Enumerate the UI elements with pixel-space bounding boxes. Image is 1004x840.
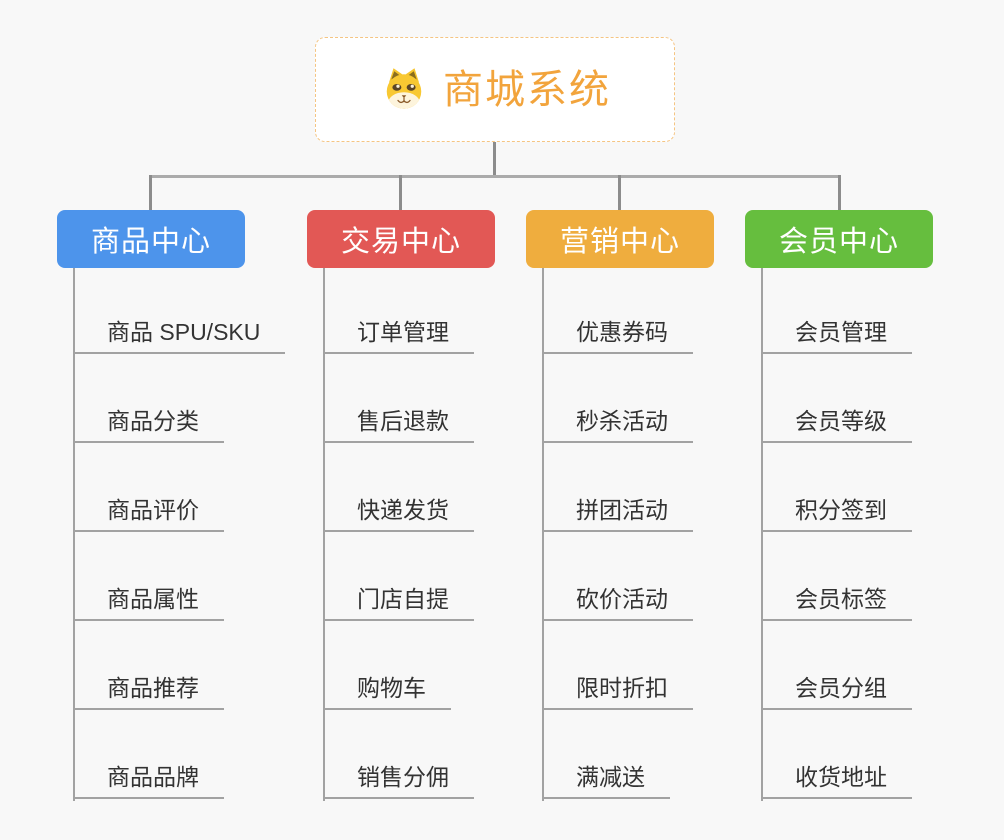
child-node[interactable]: 会员标签 xyxy=(761,581,912,621)
root-node[interactable]: 商城系统 xyxy=(315,37,675,142)
child-node[interactable]: 订单管理 xyxy=(323,314,474,354)
branch-trunk-line xyxy=(761,268,763,801)
child-node[interactable]: 售后退款 xyxy=(323,403,474,443)
branch-label: 营销中心 xyxy=(559,226,680,258)
connector-stub-marketing xyxy=(618,175,621,210)
connector-stub-product xyxy=(149,175,152,210)
root-node-title: 商城系统 xyxy=(443,67,611,112)
child-node[interactable]: 收货地址 xyxy=(761,759,912,799)
child-node[interactable]: 秒杀活动 xyxy=(542,403,693,443)
child-node[interactable]: 会员等级 xyxy=(761,403,912,443)
child-node[interactable]: 商品分类 xyxy=(73,403,224,443)
branch-header-marketing[interactable]: 营销中心 xyxy=(526,210,714,268)
branch-product: 商品中心 商品 SPU/SKU 商品分类 商品评价 商品属性 商品推荐 商品品牌 xyxy=(57,210,307,810)
child-node[interactable]: 优惠券码 xyxy=(542,314,693,354)
dog-face-icon xyxy=(379,66,429,114)
connector-stub-member xyxy=(838,175,841,210)
child-node[interactable]: 商品属性 xyxy=(73,581,224,621)
branch-header-member[interactable]: 会员中心 xyxy=(745,210,933,268)
branch-member: 会员中心 会员管理 会员等级 积分签到 会员标签 会员分组 收货地址 xyxy=(745,210,995,810)
branch-trunk-line xyxy=(323,268,325,801)
child-node[interactable]: 会员分组 xyxy=(761,670,912,710)
branch-label: 商品中心 xyxy=(90,226,211,258)
branch-header-trade[interactable]: 交易中心 xyxy=(307,210,495,268)
branch-header-product[interactable]: 商品中心 xyxy=(57,210,245,268)
child-node[interactable]: 购物车 xyxy=(323,670,451,710)
child-node[interactable]: 满减送 xyxy=(542,759,670,799)
child-node[interactable]: 商品 SPU/SKU xyxy=(73,314,286,354)
connector-stub-trade xyxy=(399,175,402,210)
child-node[interactable]: 门店自提 xyxy=(323,581,474,621)
child-node[interactable]: 砍价活动 xyxy=(542,581,693,621)
branch-label: 会员中心 xyxy=(778,226,899,258)
child-node[interactable]: 销售分佣 xyxy=(323,759,474,799)
child-node[interactable]: 限时折扣 xyxy=(542,670,693,710)
child-node[interactable]: 快递发货 xyxy=(323,492,474,532)
branch-trunk-line xyxy=(73,268,75,801)
connector-root-stem xyxy=(493,142,496,176)
connector-bus xyxy=(149,175,841,178)
child-node[interactable]: 会员管理 xyxy=(761,314,912,354)
child-node[interactable]: 积分签到 xyxy=(761,492,912,532)
branch-trade: 交易中心 订单管理 售后退款 快递发货 门店自提 购物车 销售分佣 xyxy=(307,210,557,810)
branch-marketing: 营销中心 优惠券码 秒杀活动 拼团活动 砍价活动 限时折扣 满减送 xyxy=(526,210,776,810)
branch-trunk-line xyxy=(542,268,544,801)
child-node[interactable]: 拼团活动 xyxy=(542,492,693,532)
child-node[interactable]: 商品推荐 xyxy=(73,670,224,710)
child-node[interactable]: 商品品牌 xyxy=(73,759,224,799)
child-node[interactable]: 商品评价 xyxy=(73,492,224,532)
branch-label: 交易中心 xyxy=(340,226,461,258)
